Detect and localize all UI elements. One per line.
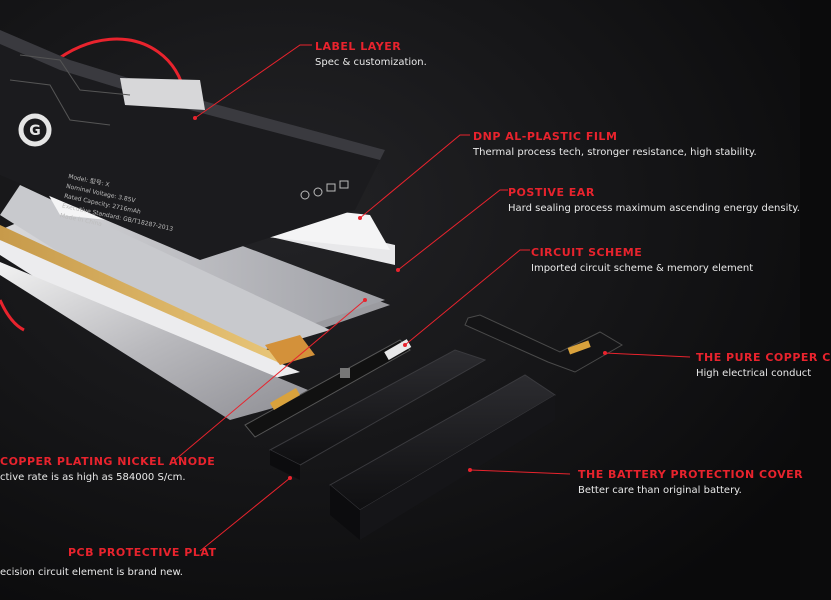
- callout-title: THE PURE COPPER C: [696, 351, 831, 364]
- copper-tab: [265, 335, 315, 365]
- battery-label-edge: [0, 30, 385, 160]
- brand-logo-letter: G: [29, 123, 41, 139]
- callout-desc: High electrical conduct: [696, 368, 812, 379]
- circuit-pattern: [9, 79, 111, 126]
- leader-markers: [193, 116, 607, 480]
- certification-icons: [300, 180, 349, 200]
- leader-protection-cover: [469, 469, 571, 475]
- callout-copper-nickel: COPPER PLATING NICKEL ANODE ctive rate i…: [0, 455, 216, 483]
- leader-dnp-film: [359, 134, 470, 219]
- circuit-pattern: [19, 54, 131, 96]
- callout-desc: Thermal process tech, stronger resistanc…: [473, 147, 757, 158]
- leader-pure-copper: [604, 352, 691, 358]
- callout-label-layer: LABEL LAYER Spec & customization.: [315, 40, 427, 68]
- callout-pcb-plat-desc: ecision circuit element is brand new.: [0, 563, 183, 578]
- leader-positive-ear: [397, 189, 508, 271]
- protection-cover-front: [360, 395, 555, 540]
- pcb-chip: [340, 368, 350, 378]
- callout-pcb-plat: PCB PROTECTIVE PLAT: [0, 546, 217, 559]
- protection-cover-side: [330, 485, 360, 540]
- callout-title: POSTIVE EAR: [508, 186, 595, 199]
- pcb-protective-plate-side: [270, 450, 300, 480]
- pcb-gold-contacts: [270, 388, 300, 410]
- pure-copper-flex: [464, 314, 623, 373]
- battery-side-tab: [120, 78, 205, 110]
- exploded-battery-diagram: G Model: 型号: X Nominal Voltage: 3.85V Ra…: [0, 0, 800, 600]
- leader-label-layer: [194, 44, 312, 119]
- battery-label-layer: [0, 30, 385, 260]
- aluminum-sheet: [0, 185, 330, 360]
- callout-title: PCB PROTECTIVE PLAT: [68, 546, 217, 559]
- copper-flex-contacts: [567, 340, 591, 355]
- callout-desc: ecision circuit element is brand new.: [0, 567, 183, 578]
- callout-protection-cover: THE BATTERY PROTECTION COVER Better care…: [578, 468, 803, 496]
- callout-title: THE BATTERY PROTECTION COVER: [578, 468, 804, 481]
- callout-dnp-film: DNP AL-PLASTIC FILM Thermal process tech…: [473, 130, 757, 158]
- callout-desc: Imported circuit scheme & memory element: [531, 263, 754, 274]
- anode-sheet: [0, 262, 320, 420]
- callout-title: DNP AL-PLASTIC FILM: [473, 130, 618, 143]
- leader-lines: [174, 44, 691, 552]
- callout-desc: Hard sealing process maximum ascending e…: [508, 203, 800, 214]
- callout-title: LABEL LAYER: [315, 40, 402, 53]
- leader-pcb-plat: [199, 477, 291, 552]
- leader-circuit-scheme: [404, 249, 530, 346]
- callout-positive-ear: POSTIVE EAR Hard sealing process maximum…: [508, 186, 800, 214]
- callout-title: COPPER PLATING NICKEL ANODE: [0, 455, 216, 468]
- leader-copper-nickel: [174, 299, 366, 461]
- brand-logo-icon: [18, 113, 52, 147]
- callout-pure-copper: THE PURE COPPER C High electrical conduc…: [696, 351, 831, 379]
- callout-desc: Better care than original battery.: [578, 485, 742, 496]
- separator-layer: [0, 240, 300, 392]
- red-swoosh-arc-left: [0, 299, 25, 332]
- callout-title: CIRCUIT SCHEME: [531, 246, 643, 259]
- callout-desc: ctive rate is as high as 584000 S/cm.: [0, 472, 186, 483]
- callout-circuit-scheme: CIRCUIT SCHEME Imported circuit scheme &…: [531, 246, 753, 274]
- callout-desc: Spec & customization.: [315, 57, 427, 68]
